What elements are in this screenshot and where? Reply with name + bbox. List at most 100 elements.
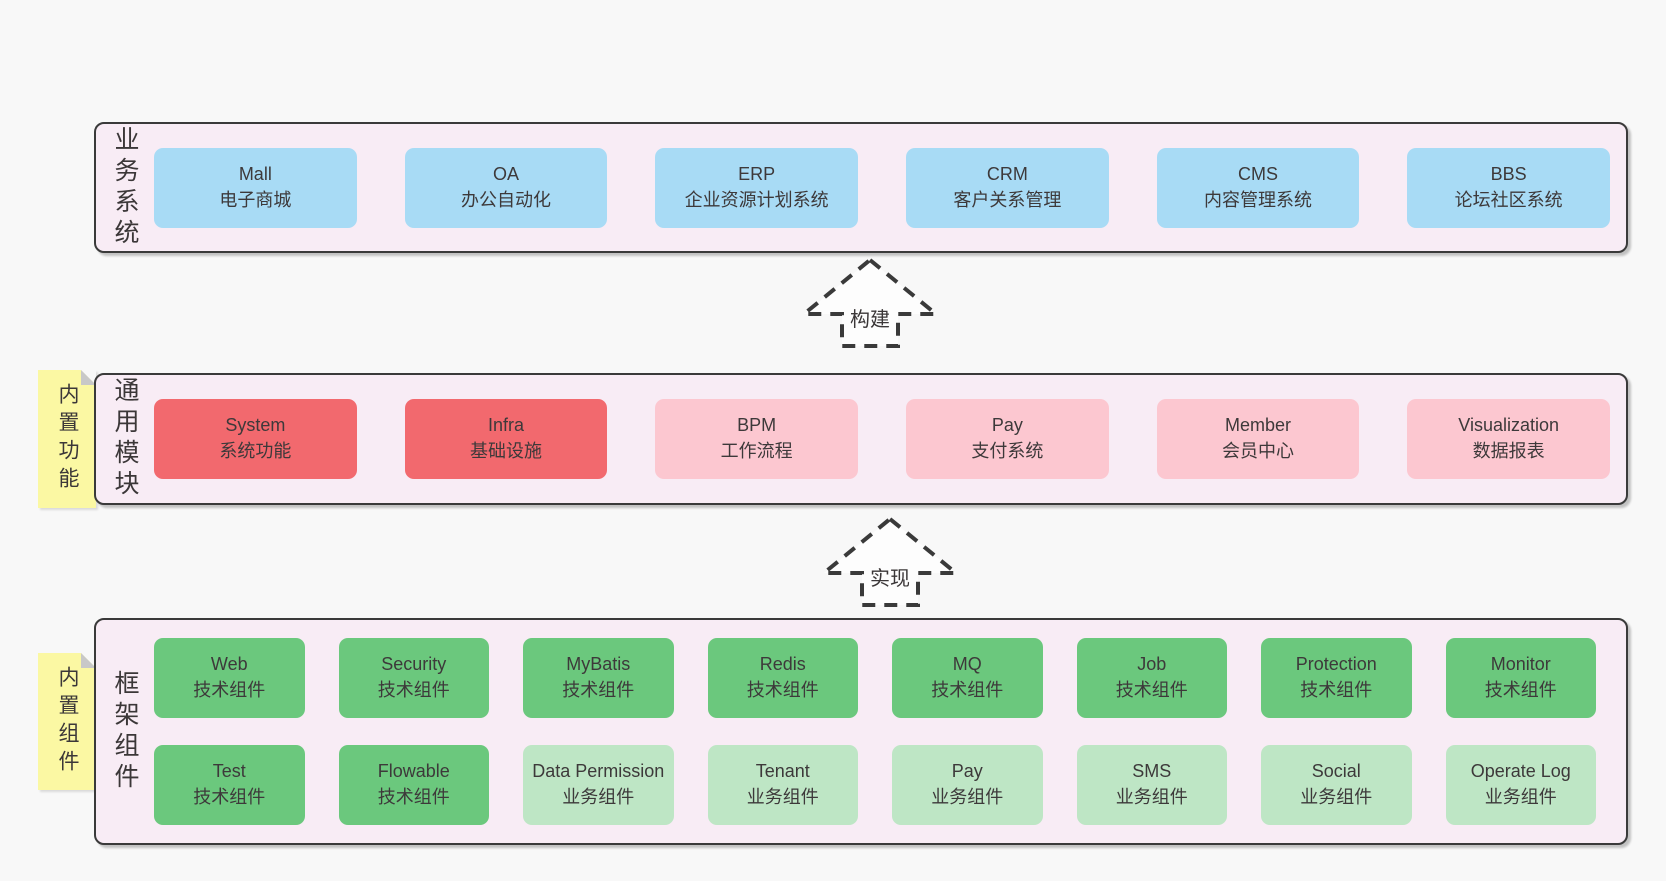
box-web-name: Web	[210, 654, 248, 675]
layer-modules-label: 通用模块	[111, 377, 139, 501]
box-member: Member 会员中心	[1156, 399, 1360, 479]
box-redis-desc: 技术组件	[746, 680, 819, 700]
box-security-name: Security	[381, 654, 447, 675]
box-mq: MQ 技术组件	[892, 638, 1043, 718]
box-erp-desc: 企业资源计划系统	[684, 189, 829, 210]
box-job: Job 技术组件	[1076, 638, 1227, 718]
box-bpm-name: BPM	[737, 415, 777, 436]
box-redis-name: Redis	[759, 654, 806, 675]
box-bpm-desc: 工作流程	[720, 441, 793, 461]
box-bbs-desc: 论坛社区系统	[1454, 189, 1563, 210]
box-mall: Mall 电子商城	[154, 147, 357, 228]
box-job-name: Job	[1137, 654, 1167, 675]
box-infra: Infra 基础设施	[404, 399, 608, 479]
box-mybatis-desc: 技术组件	[562, 680, 635, 700]
box-erp-name: ERP	[738, 163, 776, 184]
box-tenant-desc: 业务组件	[746, 787, 819, 807]
box-flowable-name: Flowable	[377, 761, 450, 782]
box-mq-name: MQ	[952, 654, 982, 675]
box-redis: Redis 技术组件	[707, 638, 858, 718]
box-system-name: System	[225, 415, 286, 436]
box-operate-log-desc: 业务组件	[1484, 787, 1557, 807]
box-sms: SMS 业务组件	[1076, 745, 1227, 825]
box-crm-desc: 客户关系管理	[953, 189, 1062, 210]
box-mybatis: MyBatis 技术组件	[523, 638, 674, 718]
box-test-desc: 技术组件	[193, 787, 266, 807]
box-monitor-desc: 技术组件	[1484, 680, 1557, 700]
box-web-desc: 技术组件	[193, 680, 266, 700]
box-protection: Protection 技术组件	[1261, 638, 1412, 718]
box-data-permission: Data Permission 业务组件	[523, 745, 674, 825]
box-data-permission-name: Data Permission	[532, 761, 665, 782]
box-cms: CMS 内容管理系统	[1156, 147, 1360, 228]
business-boxes-grid: Mall 电子商城 OA 办公自动化 ERP 企业资源计划系统 CRM 客户关系…	[154, 147, 1610, 228]
layer-components-label-column: 框架组件	[96, 620, 154, 843]
box-bbs-name: BBS	[1490, 163, 1527, 184]
box-visualization-name: Visualization	[1458, 415, 1560, 436]
components-boxes-grid: Web 技术组件 Security 技术组件 MyBatis 技术组件 Redi…	[154, 638, 1596, 825]
box-cms-desc: 内容管理系统	[1203, 189, 1312, 210]
box-social-desc: 业务组件	[1300, 787, 1373, 807]
box-social-name: Social	[1311, 761, 1361, 782]
arrow-implement-label: 实现	[867, 562, 913, 591]
box-protection-name: Protection	[1295, 654, 1377, 675]
box-mall-desc: 电子商城	[219, 189, 292, 210]
box-flowable: Flowable 技术组件	[338, 745, 489, 825]
modules-boxes-grid: System 系统功能 Infra 基础设施 BPM 工作流程 Pay 支付系统…	[154, 399, 1610, 479]
box-security-desc: 技术组件	[377, 680, 450, 700]
box-web: Web 技术组件	[154, 638, 305, 718]
box-bbs: BBS 论坛社区系统	[1407, 147, 1610, 228]
box-test: Test 技术组件	[154, 745, 305, 825]
box-flowable-desc: 技术组件	[377, 787, 450, 807]
box-pay-biz-desc: 业务组件	[931, 787, 1004, 807]
box-mall-name: Mall	[238, 163, 272, 184]
box-protection-desc: 技术组件	[1300, 680, 1373, 700]
box-visualization: Visualization 数据报表	[1407, 399, 1610, 479]
box-sms-name: SMS	[1132, 761, 1172, 782]
box-pay: Pay 支付系统	[906, 399, 1109, 479]
box-operate-log-name: Operate Log	[1470, 761, 1571, 782]
box-tenant-name: Tenant	[755, 761, 810, 782]
box-social: Social 业务组件	[1261, 745, 1412, 825]
box-monitor-name: Monitor	[1490, 654, 1551, 675]
box-job-desc: 技术组件	[1115, 680, 1188, 700]
box-crm: CRM 客户关系管理	[906, 147, 1109, 228]
box-mq-desc: 技术组件	[931, 680, 1004, 700]
layer-modules-label-column: 通用模块	[96, 375, 154, 503]
layer-business-label-column: 业务系统	[96, 124, 154, 251]
layer-framework-components: 框架组件 Web 技术组件 Security 技术组件 MyBatis 技术组件…	[94, 618, 1628, 845]
box-visualization-desc: 数据报表	[1472, 441, 1545, 461]
note-built-in-features: 内置功能	[38, 370, 96, 508]
layer-business-systems: 业务系统 Mall 电子商城 OA 办公自动化 ERP 企业资源计划系统 CRM…	[94, 122, 1628, 253]
note-built-in-components: 内置组件	[38, 653, 96, 790]
box-pay-biz-name: Pay	[951, 761, 983, 782]
note-built-in-features-label: 内置功能	[56, 383, 79, 495]
box-member-desc: 会员中心	[1221, 441, 1294, 461]
box-sms-desc: 业务组件	[1115, 787, 1188, 807]
box-member-name: Member	[1224, 415, 1291, 436]
box-infra-name: Infra	[487, 415, 524, 436]
arrow-implement: 实现	[818, 516, 962, 608]
box-monitor: Monitor 技术组件	[1445, 638, 1596, 718]
box-infra-desc: 基础设施	[469, 441, 542, 461]
box-security: Security 技术组件	[338, 638, 489, 718]
box-system: System 系统功能	[154, 399, 357, 479]
layer-business-label: 业务系统	[111, 125, 139, 250]
box-pay-name: Pay	[991, 415, 1023, 436]
arrow-build-label: 构建	[847, 303, 893, 332]
box-oa-desc: 办公自动化	[460, 189, 551, 210]
box-system-desc: 系统功能	[219, 441, 292, 461]
box-test-name: Test	[212, 761, 246, 782]
box-operate-log: Operate Log 业务组件	[1445, 745, 1596, 825]
layer-common-modules: 通用模块 System 系统功能 Infra 基础设施 BPM 工作流程 Pay…	[94, 373, 1628, 505]
box-cms-name: CMS	[1237, 163, 1278, 184]
box-pay-biz: Pay 业务组件	[892, 745, 1043, 825]
layer-components-label: 框架组件	[111, 669, 139, 794]
note-built-in-components-label: 内置组件	[56, 665, 79, 778]
arrow-build: 构建	[798, 257, 942, 349]
box-data-permission-desc: 业务组件	[562, 787, 635, 807]
box-oa-name: OA	[492, 163, 519, 184]
box-erp: ERP 企业资源计划系统	[655, 147, 858, 228]
box-oa: OA 办公自动化	[404, 147, 608, 228]
